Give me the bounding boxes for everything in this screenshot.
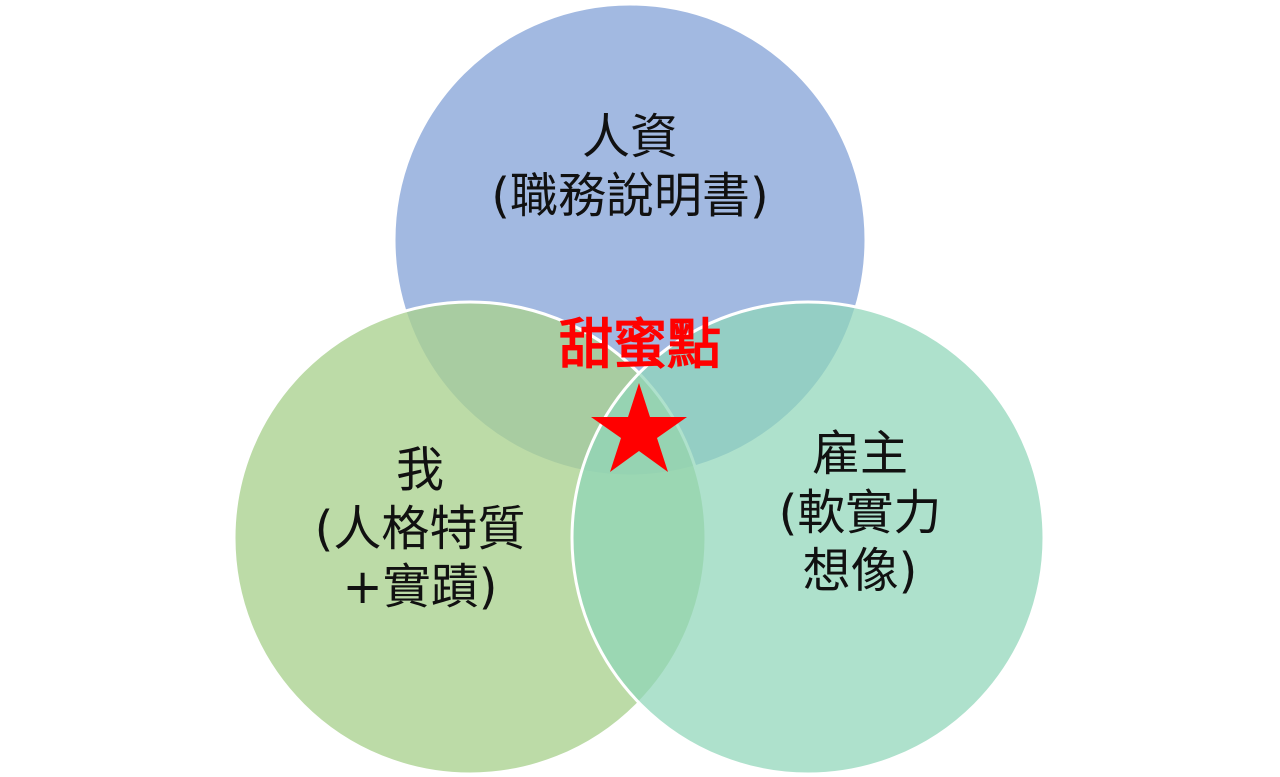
- employer-label-detail-1: (軟實力: [778, 484, 942, 541]
- employer-label-detail-2: 想像): [802, 543, 918, 600]
- hr-label-detail: (職務說明書): [491, 167, 769, 224]
- me-label: 我 (人格特質 +實蹟): [220, 441, 620, 617]
- circle-employer: [570, 300, 1046, 776]
- employer-label: 雇主 (軟實力 想像): [660, 425, 1060, 601]
- sweet-spot-label: 甜蜜點: [559, 313, 721, 376]
- me-label-detail-2: +實蹟): [342, 559, 498, 616]
- hr-label-title: 人資: [581, 109, 678, 165]
- employer-label-title: 雇主: [811, 426, 908, 482]
- me-label-title: 我: [395, 442, 444, 498]
- star-icon: [591, 383, 687, 472]
- hr-label: 人資 (職務說明書): [330, 108, 930, 225]
- me-label-detail-1: (人格特質: [314, 500, 526, 557]
